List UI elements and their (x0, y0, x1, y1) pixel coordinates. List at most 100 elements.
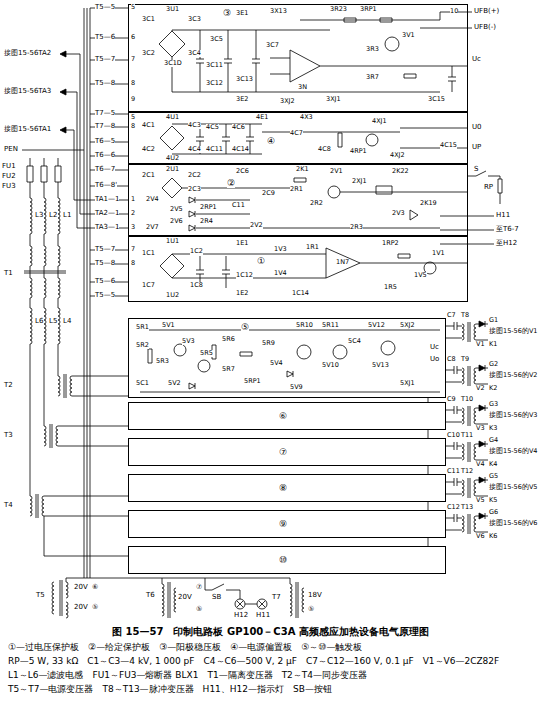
inductor-symbol (30, 198, 32, 234)
part-label: 接图15-56的V5 (489, 484, 537, 491)
part-label: 5R6 (222, 336, 235, 343)
part-label: 5V13 (372, 362, 389, 369)
capacitor-symbol (454, 366, 457, 374)
part-label: ⑤ (92, 604, 98, 611)
circuit-board: ② (128, 164, 468, 236)
part-label: 1 (131, 196, 135, 203)
part-label: 1C7 (142, 282, 155, 289)
part-label: 5R11 (322, 322, 339, 329)
part-label: FU1 (2, 163, 16, 170)
part-label: T5—7 (95, 56, 115, 63)
part-label: T3 (4, 432, 13, 439)
part-label: 5V3 (182, 338, 195, 345)
transistor-symbol (328, 186, 340, 198)
part-label: 2V6 (170, 218, 183, 225)
part-label: 3XJ2 (280, 98, 295, 105)
part-label: 5R10 (296, 322, 313, 329)
part-label: 4XJ2 (390, 152, 405, 159)
part-label: T5—8 (95, 260, 115, 267)
board-number: ② (227, 179, 235, 188)
part-label: 2C2 (188, 172, 201, 179)
part-label: 1C12 (236, 272, 253, 279)
part-label: C11 (232, 202, 245, 209)
part-label: 4C6 (232, 124, 245, 131)
part-label: 3N (298, 84, 307, 91)
rectifier-bridge (159, 31, 185, 57)
bus-connector (428, 502, 429, 510)
part-label: 5R5 (200, 350, 213, 357)
part-label: 5XJ1 (400, 380, 415, 387)
part-label: T5 (36, 592, 45, 599)
board-number: ⑦ (279, 448, 287, 457)
transformer-core (36, 494, 38, 518)
part-label: 4U1 (166, 114, 179, 121)
part-label: 3C2 (142, 50, 155, 57)
part-label: 1E2 (236, 290, 248, 297)
rectifier-bridge (160, 254, 184, 278)
transformer-core (64, 374, 66, 398)
part-label: 3XJ1 (326, 96, 341, 103)
part-label: 6 (131, 34, 135, 41)
part-label: 3C4 (188, 50, 201, 57)
part-label: 1E1 (236, 240, 248, 247)
part-label: K5 (489, 497, 497, 504)
resistor-symbol (338, 133, 342, 147)
part-label: 3E1 (236, 10, 248, 17)
part-label: 2RP1 (200, 204, 217, 211)
part-label: H11 (256, 612, 270, 619)
part-label: 7 (131, 56, 135, 63)
part-label: 2V4 (146, 196, 159, 203)
fuse-symbol (41, 166, 47, 182)
part-label: 5R3 (156, 358, 169, 365)
part-label: UFB(+) (474, 8, 499, 15)
bus-connector (428, 430, 429, 438)
part-label: 4C8 (318, 146, 331, 153)
part-label: 接图15-56的V2 (489, 372, 537, 379)
part-label: 2V1 (330, 168, 343, 175)
part-label: C12 (447, 504, 460, 511)
part-label: T6—6 (95, 152, 115, 159)
part-label: 20V (74, 584, 88, 591)
part-label: 3C13 (236, 76, 253, 83)
part-label: C11 (447, 468, 460, 475)
part-label: C7 (447, 312, 456, 319)
note-text: ①—过电压保护板 ②—给定保护板 ③—阳极稳压板 ④—电源偏置板 ⑤～⑩—触发板 (8, 643, 362, 652)
part-label: TA2—1 (95, 210, 119, 217)
opamp-symbol (326, 248, 360, 278)
part-label: UP (472, 144, 481, 151)
part-label: K2 (489, 385, 497, 392)
part-label: 2R1 (290, 186, 303, 193)
part-label: T5—7 (95, 246, 115, 253)
part-label: ⑥ (92, 584, 98, 591)
part-label: Uc (430, 344, 439, 351)
part-label: U0 (472, 124, 482, 131)
part-label: 3RP1 (360, 6, 377, 13)
part-label: 20V (178, 594, 192, 601)
part-label: 1N7 (336, 259, 349, 266)
part-label: 3X13 (270, 8, 287, 15)
part-label: H11 (496, 212, 510, 219)
figure-caption: 图 15—57 印制电路板 GP100－C3A 高频感应加热设备电气原理图 (0, 626, 541, 637)
part-label: 5R1 (136, 324, 149, 331)
pulse-transformer-coil (462, 324, 476, 340)
part-label: 1R1 (306, 244, 319, 251)
part-label: V3 (476, 425, 485, 432)
part-label: 2C6 (236, 168, 249, 175)
part-label: G4 (489, 437, 498, 444)
part-label: 4X3 (300, 114, 313, 121)
part-label: 2U1 (166, 166, 179, 173)
part-label: 2K22 (392, 168, 409, 175)
transformer-core (468, 322, 470, 342)
transformer-coil (44, 426, 58, 446)
part-label: T7—5 (95, 110, 115, 117)
part-label: TA1—1 (95, 196, 119, 203)
circuit-board: ③ (128, 4, 468, 112)
fuse-symbol (55, 166, 61, 182)
board-number: ⑥ (279, 412, 287, 421)
part-label: 1C14 (292, 290, 309, 297)
part-label: 1C1 (142, 250, 155, 257)
diode-symbol (479, 441, 485, 447)
part-label: 18V (308, 592, 322, 599)
inductor-symbol (30, 308, 32, 344)
resistor-symbol (398, 254, 410, 258)
